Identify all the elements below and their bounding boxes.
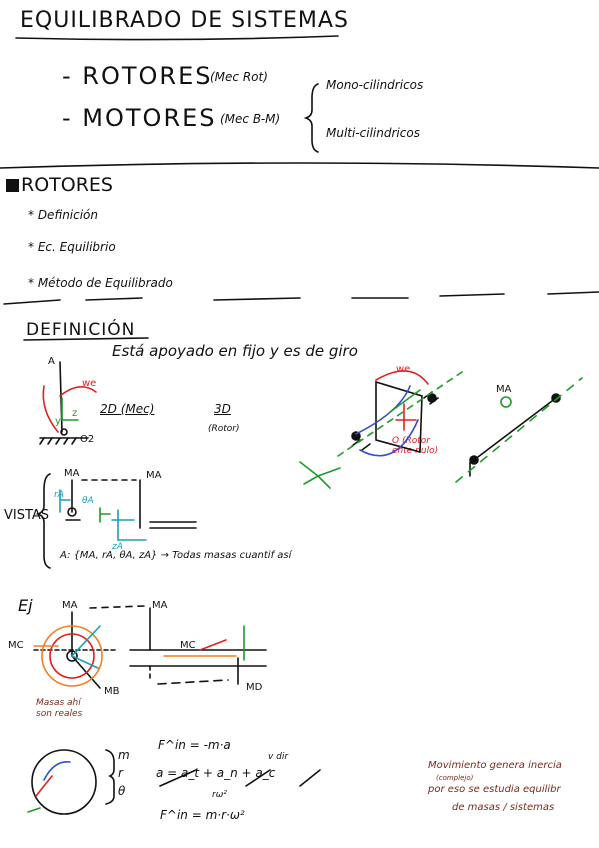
label-ma-ej2: MA	[152, 600, 168, 611]
section-divider	[0, 162, 599, 169]
note-line-1: Movimiento genera inercia	[428, 760, 562, 771]
label-mb: MB	[104, 686, 120, 697]
vistas-brace	[35, 473, 51, 569]
type-motores: - MOTORES	[62, 104, 217, 132]
label-vistas: VISTAS	[4, 508, 50, 523]
dashed-divider	[3, 291, 599, 305]
rotor-shaft-right	[473, 397, 557, 461]
label-o2: O2	[80, 434, 95, 445]
masses-note: Masas ahí son reales	[36, 698, 83, 719]
brace-item-mono: Mono-cilindricos	[326, 78, 424, 92]
note-line-2: (complejo)	[436, 774, 474, 782]
type-rotores-note: (Mec Rot)	[210, 70, 268, 84]
definicion-heading: DEFINICIÓN	[26, 320, 136, 340]
eq-f-in: F^in = -m·a	[158, 738, 231, 752]
brace-shape	[303, 83, 319, 153]
label-theta-a: θA	[82, 496, 94, 506]
label-we-3d: we	[396, 364, 411, 375]
label-ma-3d: MA	[496, 384, 512, 395]
square-bullet-icon	[6, 179, 19, 192]
equation-disc	[31, 749, 97, 815]
eq-var-theta: θ	[118, 784, 126, 798]
type-rotores: - ROTORES	[62, 62, 213, 90]
label-2d: 2D (Mec)	[100, 402, 155, 416]
eq-var-r: r	[118, 766, 123, 780]
eq-vdir: v dir	[268, 752, 289, 762]
label-ma-vista1: MA	[64, 468, 80, 479]
rotores-heading: ROTORES	[6, 174, 113, 196]
rotor-2d-shaft	[59, 361, 63, 433]
page-title: EQUILIBRADO DE SISTEMAS	[20, 8, 349, 33]
eq-f-final: F^in = m·r·ω²	[160, 808, 245, 822]
eq-rw2: rω²	[212, 790, 227, 800]
eq-acceleration: a = a_t + a_n + a_c	[156, 766, 276, 780]
type-motores-note: (Mec B-M)	[220, 112, 281, 126]
label-ra: rA	[54, 490, 64, 500]
label-md: MD	[246, 682, 263, 693]
mass-definition: A: {MA, rA, θA, zA} → Todas masas cuanti…	[60, 550, 292, 561]
label-mc-ej1: MC	[8, 640, 24, 651]
rotores-heading-text: ROTORES	[21, 174, 113, 196]
label-y: y	[55, 416, 61, 427]
bullet-definicion: * Definición	[28, 208, 99, 222]
label-3d-sub: (Rotor)	[208, 424, 240, 434]
brace-item-multi: Multi-cilindricos	[326, 126, 420, 140]
label-za: zA	[112, 542, 123, 552]
label-ma-ej1: MA	[62, 600, 78, 611]
label-3d: 3D	[214, 402, 231, 416]
eq-var-m: m	[118, 748, 130, 762]
bullet-metodo: * Método de Equilibrado	[28, 276, 173, 290]
definicion-phrase: Está apoyado en fijo y es de giro	[112, 342, 358, 360]
note-line-4: de masas / sistemas	[452, 802, 555, 813]
label-ma-vista2: MA	[146, 470, 162, 481]
bullet-ec-equilibrio: * Ec. Equilibrio	[28, 240, 116, 254]
note-line-3: por eso se estudia equilibr	[428, 784, 561, 795]
label-a: A	[48, 356, 55, 367]
label-mc-ej2: MC	[180, 640, 196, 651]
label-we-2d: we	[82, 378, 97, 389]
label-z: z	[72, 408, 78, 419]
ejemplo-heading: Ej	[18, 596, 33, 615]
title-underline	[15, 35, 339, 41]
